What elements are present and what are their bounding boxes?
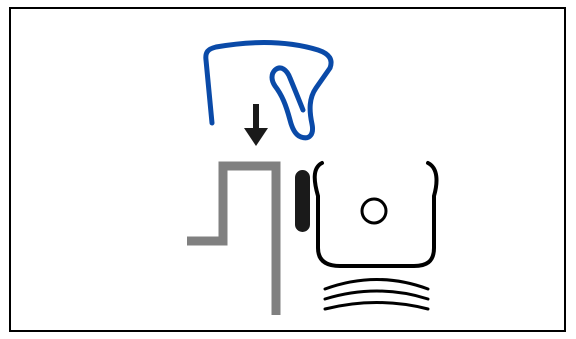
clip-icon bbox=[203, 39, 334, 141]
arrow-down-icon bbox=[244, 104, 268, 146]
housing-icon bbox=[312, 161, 439, 268]
bracket-icon bbox=[187, 161, 281, 315]
spring-icon bbox=[323, 278, 430, 311]
seal-icon bbox=[295, 170, 310, 232]
frame-border bbox=[9, 7, 566, 332]
hole-icon bbox=[360, 197, 388, 225]
